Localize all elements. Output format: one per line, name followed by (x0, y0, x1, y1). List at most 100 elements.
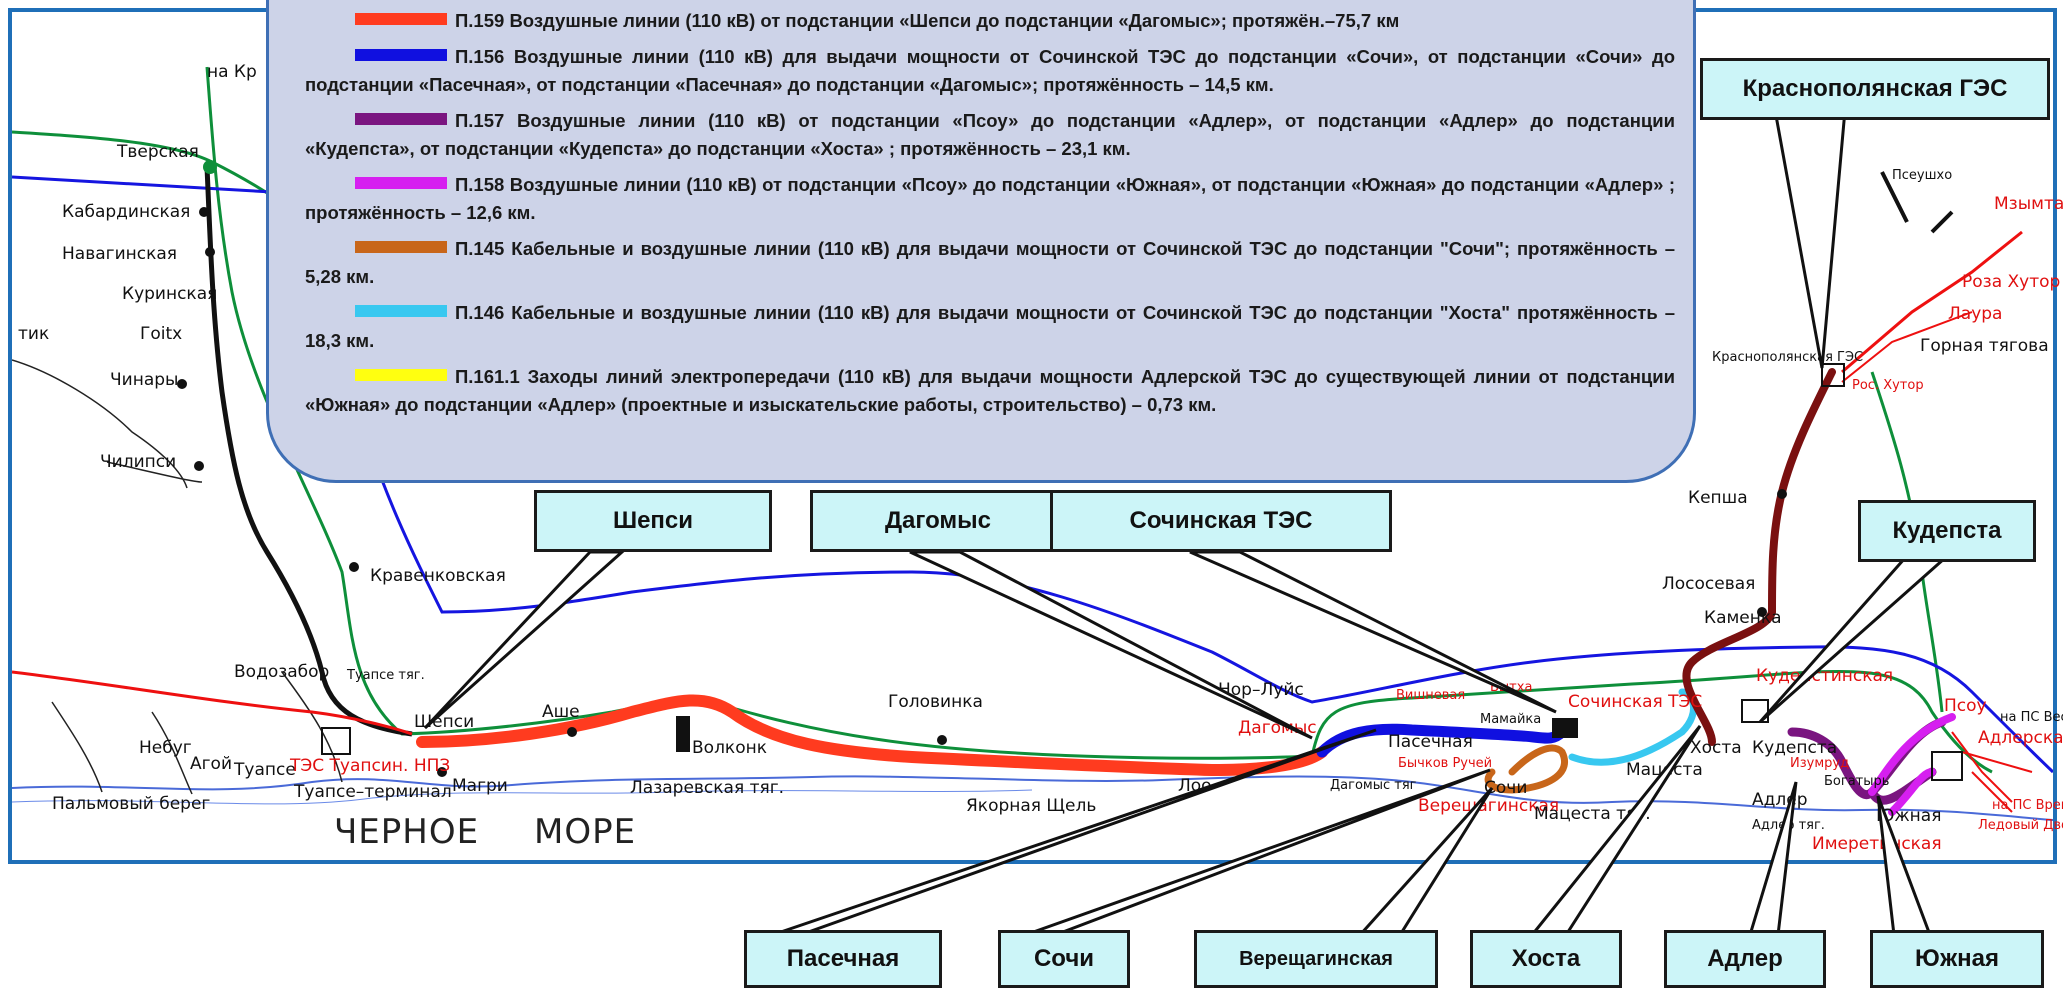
substation-tverskaya (203, 160, 217, 174)
substation-kraevinkovskaya (349, 562, 359, 572)
map-label: на Кр (207, 62, 257, 82)
legend-swatch (355, 369, 447, 381)
pointer-sochi (1024, 768, 1491, 937)
legend-item-p159: П.159 Воздушные линии (110 кВ) от подста… (305, 7, 1675, 35)
map-label: Чинары (110, 370, 179, 390)
map-label: Лазаревская тяг. (630, 778, 785, 798)
pointer-pasechnaya (771, 728, 1377, 937)
line-green (205, 66, 1993, 774)
map-label: Нор–Луйс (1218, 680, 1304, 700)
map-label: Рос. Хутор (1852, 378, 1924, 393)
river (51, 701, 103, 793)
substation-kamenka (1757, 607, 1767, 617)
pointer-kudepsta (1758, 556, 1949, 724)
map-label: Ледовый Дворец (1978, 818, 2063, 833)
callout-krasnopol: Краснополянская ГЭС (1700, 58, 2050, 120)
map-label: Шепси (414, 712, 475, 732)
map-label: Горная тягова (1920, 336, 2049, 356)
substation-tuapse-tes (321, 727, 351, 755)
legend-item-p161: П.161.1 Заходы линий электропередачи (11… (305, 363, 1675, 419)
substation-ashe (567, 727, 577, 737)
map-label: Южная (1876, 806, 1942, 826)
line-red-existing (1841, 230, 2023, 374)
substation-kepsha (1777, 489, 1787, 499)
river (106, 461, 203, 483)
callout-sochi-tes: Сочинская ТЭС (1050, 490, 1392, 552)
legend-text: П.158 Воздушные линии (110 кВ) от подста… (305, 174, 1675, 223)
river (281, 671, 343, 783)
line-darkred (1682, 368, 1836, 746)
map-label: Лососевая (1662, 574, 1756, 594)
legend-item-p146: П.146 Кабельные и воздушные линии (110 к… (305, 299, 1675, 355)
substation-volkonka (676, 716, 690, 752)
callout-adler: Адлер (1664, 930, 1826, 988)
coastline (12, 775, 2053, 821)
callout-khosta: Хоста (1470, 930, 1622, 988)
map-label: Краснополянская ГЭС (1712, 350, 1864, 365)
map-label: Куринская (122, 284, 218, 304)
map-label: Каменка (1704, 608, 1782, 628)
map-label: Чилипси (100, 452, 177, 472)
sea-label: МОРЕ (534, 812, 637, 852)
line-p156 (1316, 723, 1568, 758)
map-label: Сочи (1484, 778, 1528, 798)
map-label: Туапсе тяг. (347, 668, 425, 683)
legend-item-p158: П.158 Воздушные линии (110 кВ) от подста… (305, 171, 1675, 227)
substation-navaginskaya (205, 247, 215, 257)
map-label: Водозабор (234, 662, 330, 682)
pointer-shepsi (423, 550, 626, 730)
line-p145 (1484, 744, 1568, 794)
map-label: Магри (452, 776, 508, 796)
map-label: Якорная Щель (966, 796, 1097, 816)
map-label: Мзымта (1994, 194, 2063, 214)
map-label: Небуг (139, 738, 192, 758)
callout-dagomys: Дагомыс (810, 490, 1066, 552)
map-label: Тверская (117, 142, 199, 162)
pointer-krasnopol (1773, 108, 1847, 369)
pointer-adler (1747, 781, 1798, 937)
map-label: Туапсе (234, 760, 296, 780)
legend-panel: П.159 Воздушные линии (110 кВ) от подста… (266, 0, 1696, 483)
legend-text: П.161.1 Заходы линий электропередачи (11… (305, 366, 1675, 415)
legend-item-p145: П.145 Кабельные и воздушные линии (110 к… (305, 235, 1675, 291)
map-label: Навагинская (62, 244, 177, 264)
map-label: Кабардинская (62, 202, 191, 222)
map-label: Вишневая (1396, 688, 1466, 703)
substation-golovinka (937, 735, 947, 745)
substation-chinary (177, 379, 187, 389)
map-label: Мамайка (1480, 712, 1542, 727)
map-label: Дагомыс тяг (1330, 778, 1417, 793)
legend-text: П.157 Воздушные линии (110 кВ) от подста… (305, 110, 1675, 159)
map-label: ТЭС Туапсин. НПЗ (290, 756, 451, 776)
legend-item-p157: П.157 Воздушные линии (110 кВ) от подста… (305, 107, 1675, 163)
pointer-sochi-tes (1189, 550, 1557, 714)
legend-text: П.146 Кабельные и воздушные линии (110 к… (305, 302, 1675, 351)
legend-swatch (355, 13, 447, 25)
map-label: Изумруд (1790, 756, 1850, 771)
map-label: на ПС Времен (1992, 798, 2063, 813)
map-label: тик (18, 324, 50, 344)
legend-swatch (355, 49, 447, 61)
map-label: Аше (542, 702, 580, 722)
substation-chilipsi (194, 461, 204, 471)
map-label: Псеушхо (1892, 168, 1953, 183)
river (12, 359, 188, 489)
pointer-yuzhnaya (1876, 795, 1933, 937)
map-label: Богатырь (1824, 774, 1890, 789)
line-red-existing (12, 670, 413, 736)
map-label: Дагомыс (1238, 718, 1317, 738)
map-label: Адлерская ТЭС (1978, 728, 2063, 748)
coastline-shore (12, 789, 1033, 805)
substation-kabardinskaya (199, 207, 209, 217)
map-label: на ПС Весь (2000, 710, 2063, 725)
railway (1880, 171, 1954, 234)
legend-swatch (355, 241, 447, 253)
map-label: Имеретинская (1812, 834, 1942, 854)
substation-sochi-tes (1552, 718, 1578, 738)
callout-shepsi: Шепси (534, 490, 772, 552)
substation-krasnopol (1821, 363, 1845, 387)
legend-text: П.159 Воздушные линии (110 кВ) от подста… (455, 10, 1400, 31)
map-label: Гоitх (140, 324, 183, 344)
line-p159 (416, 694, 1328, 777)
